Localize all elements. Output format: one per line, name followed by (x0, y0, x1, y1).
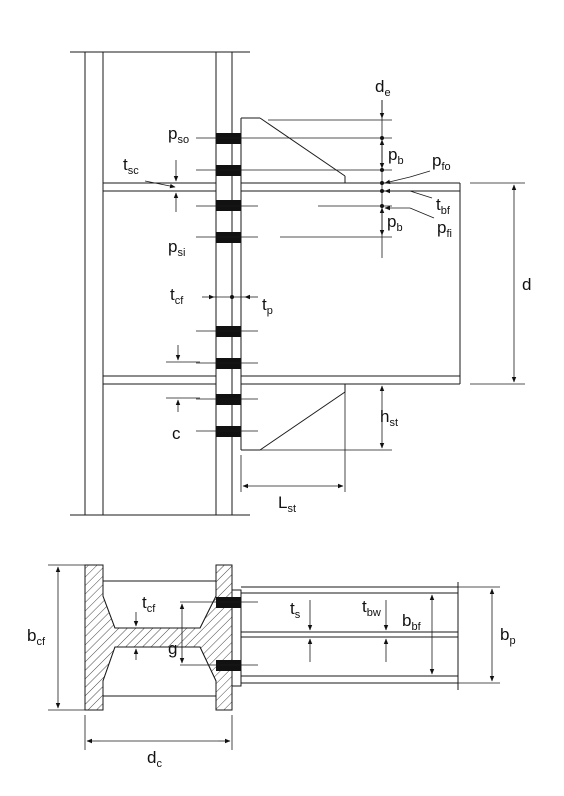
beam-elevation (241, 182, 461, 385)
label-pfo: pfo (432, 151, 451, 173)
bolt (216, 660, 241, 671)
label-bcf: bcf (27, 626, 46, 648)
bolts-plan (180, 597, 258, 671)
label-dc: dc (147, 748, 162, 770)
continuity-plates (103, 182, 216, 385)
dc-dimension (84, 715, 233, 750)
bp-dimension (458, 586, 500, 684)
label-c: c (172, 424, 181, 443)
bolt (216, 232, 241, 243)
label-psi: psi (168, 237, 185, 259)
label-pfi: pfi (437, 218, 452, 240)
bolt (216, 394, 241, 405)
bolt (216, 165, 241, 176)
tcf-tp-dimension (202, 294, 258, 300)
c-dimension (166, 345, 200, 412)
label-hst: hst (380, 407, 398, 429)
hst-dimension (260, 385, 392, 451)
label-lst: Lst (278, 493, 296, 515)
label-pso: pso (168, 124, 189, 146)
bolt (216, 133, 241, 144)
bcf-dimension (48, 564, 85, 711)
label-bbf: bbf (402, 611, 422, 633)
bolt (216, 326, 241, 337)
label-pb-top: pb (388, 145, 404, 167)
bolt (216, 358, 241, 369)
label-tbf: tbf (436, 195, 451, 217)
label-bp: bp (500, 625, 516, 647)
elevation-view (70, 51, 525, 516)
column-section (84, 564, 233, 711)
column-elevation (70, 51, 250, 516)
bottom-stiffener (241, 384, 346, 451)
label-d: d (522, 275, 531, 294)
label-tcf-elevation: tcf (170, 285, 184, 307)
plan-view (48, 564, 500, 750)
label-tsc: tsc (123, 155, 139, 177)
label-tcf-plan: tcf (142, 593, 156, 615)
tsc-dimension (144, 160, 190, 212)
label-de: de (375, 77, 391, 99)
label-tbw: tbw (362, 597, 381, 619)
label-ts: ts (290, 599, 301, 621)
label-tp: tp (262, 295, 273, 317)
column-profile-hatched (84, 564, 233, 711)
bolt (216, 597, 241, 608)
label-pb-bottom: pb (387, 212, 403, 234)
lst-dimension (240, 392, 346, 492)
labels: de pso pb pfo tsc tbf pfi pb psi d tcf t… (27, 77, 531, 770)
pitch-dimensions (258, 100, 525, 385)
end-plate-plan (231, 589, 242, 687)
label-g: g (168, 639, 177, 658)
bolt (216, 426, 241, 437)
bolts-elevation (196, 133, 258, 437)
bolt (216, 200, 241, 211)
top-stiffener (241, 117, 346, 183)
beam-plan (241, 582, 459, 690)
